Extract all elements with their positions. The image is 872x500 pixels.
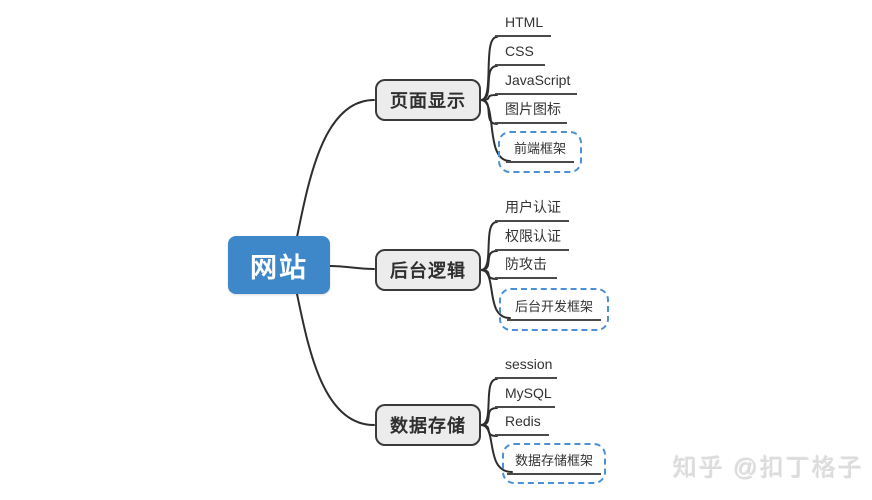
framework-box-backend-dev[interactable]: 后台开发框架 — [499, 288, 609, 331]
branch-node-backend-logic[interactable]: 后台逻辑 — [375, 249, 481, 291]
leaf-user-auth[interactable]: 用户认证 — [495, 196, 569, 222]
root-node-website[interactable]: 网站 — [228, 236, 330, 294]
branch-node-page-display[interactable]: 页面显示 — [375, 79, 481, 121]
connector-root-branch1 — [296, 99, 375, 238]
leaf-html[interactable]: HTML — [495, 11, 551, 37]
framework-label-frontend: 前端框架 — [505, 141, 574, 163]
leaf-javascript[interactable]: JavaScript — [495, 69, 577, 95]
zhihu-watermark: 知乎 @扣丁格子 — [672, 455, 864, 482]
framework-label-backend-dev: 后台开发框架 — [506, 299, 601, 321]
branch-node-data-storage[interactable]: 数据存储 — [375, 404, 481, 446]
connector-leaf — [480, 99, 511, 162]
framework-box-data-storage[interactable]: 数据存储框架 — [502, 443, 606, 484]
connector-root-branch2 — [329, 265, 375, 270]
connector-leaf — [480, 424, 513, 473]
framework-box-frontend[interactable]: 前端框架 — [498, 131, 582, 173]
framework-label-data-storage: 数据存储框架 — [506, 453, 601, 475]
leaf-permission-auth[interactable]: 权限认证 — [495, 225, 569, 251]
leaf-css[interactable]: CSS — [495, 40, 545, 66]
leaf-redis[interactable]: Redis — [495, 410, 549, 436]
connector-root-branch3 — [296, 293, 375, 426]
leaf-image-icons[interactable]: 图片图标 — [495, 98, 567, 124]
connector-leaf — [480, 269, 511, 319]
leaf-mysql[interactable]: MySQL — [495, 382, 555, 408]
leaf-session[interactable]: session — [495, 353, 557, 379]
leaf-anti-attack[interactable]: 防攻击 — [495, 253, 557, 279]
